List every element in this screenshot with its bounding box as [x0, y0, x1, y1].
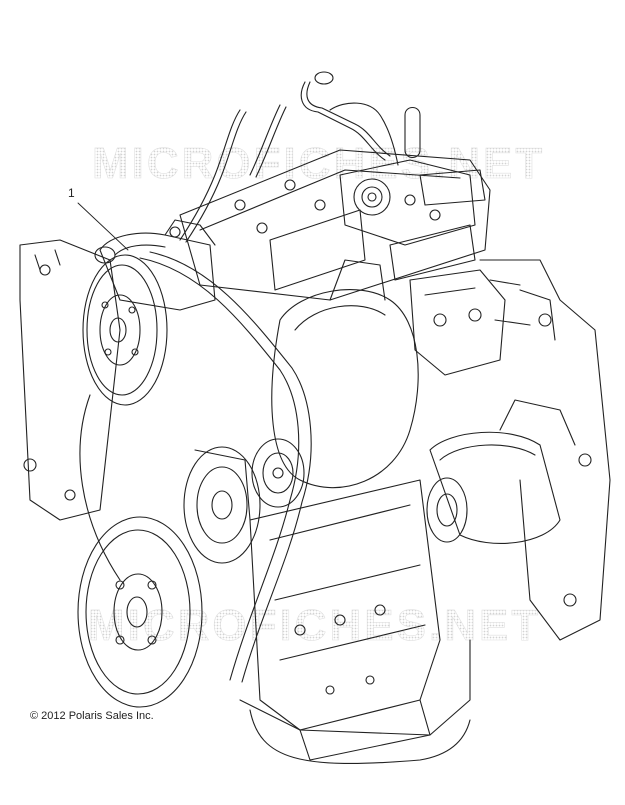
exhaust-manifold — [409, 269, 506, 376]
engine-block — [249, 479, 441, 761]
copyright-notice: © 2012 Polaris Sales Inc. — [30, 710, 154, 722]
callout-label: 1 — [68, 186, 75, 200]
crankshaft-pulley — [77, 516, 203, 708]
idler-pulley — [183, 446, 261, 564]
svg-text:MICROFICHES.NET: MICROFICHES.NET — [88, 601, 541, 650]
timing-cover — [19, 239, 121, 521]
fuel-pump — [94, 219, 216, 311]
drive-belt — [79, 251, 312, 683]
valve-cover — [179, 149, 491, 301]
fuel-lines — [179, 71, 421, 243]
callout-leader-line — [77, 202, 129, 251]
starter-motor — [426, 399, 576, 544]
engine-linework — [19, 71, 611, 764]
watermark-bottom: MICROFICHES.NET — [88, 601, 541, 651]
oil-pan — [239, 639, 471, 764]
bellhousing — [479, 259, 611, 641]
water-pump-pulley — [82, 254, 168, 406]
alternator — [251, 259, 419, 508]
svg-text:MICROFICHES.NET: MICROFICHES.NET — [92, 139, 545, 188]
watermark-top: MICROFICHES.NET — [92, 139, 545, 189]
